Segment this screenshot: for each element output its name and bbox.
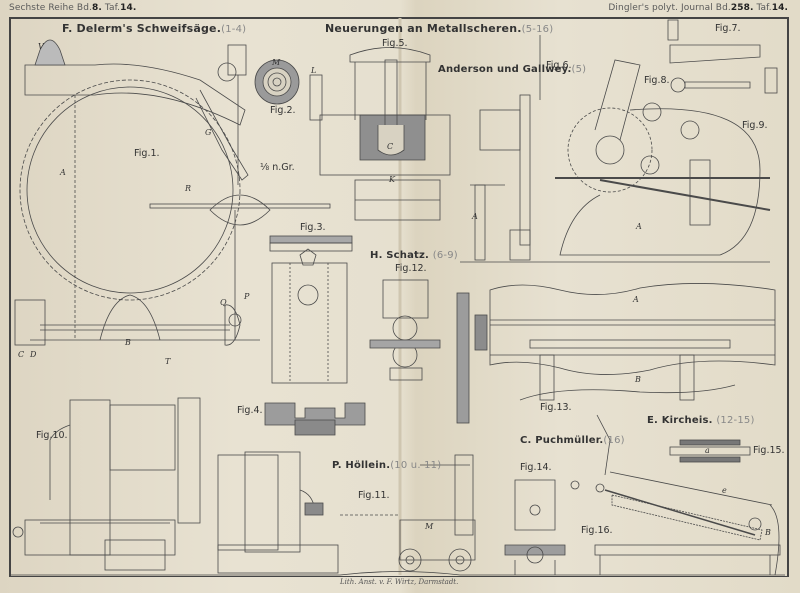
part-letter: A: [636, 222, 642, 231]
fig14-drawing: [504, 479, 566, 575]
fig11-truck-drawing: [398, 454, 476, 572]
part-letter: M: [425, 522, 434, 531]
fig15-drawing: [669, 439, 751, 463]
series-name: Sechste Reihe: [9, 3, 74, 13]
volume-number: 8.: [91, 3, 102, 13]
section-title-text: Neuerungen an Metallscheren.: [325, 22, 522, 35]
part-letter: C: [18, 350, 25, 359]
part-letter: P: [244, 292, 250, 301]
part-letter: K: [389, 175, 395, 184]
part-letter: A: [60, 168, 66, 177]
section-title-kircheis: E. Kircheis. (12-15): [647, 415, 755, 426]
figure-caption-4: Fig.4.: [237, 405, 263, 416]
part-letter: a: [705, 446, 710, 455]
fig12-drawing: [369, 279, 441, 381]
section-title-text: P. Höllein.: [332, 460, 391, 471]
fig16-lever-shear-drawing: [570, 414, 781, 576]
part-letter: B: [635, 375, 641, 384]
volume-label: Bd.: [76, 3, 92, 13]
figure-range: (6-9): [432, 250, 458, 261]
figure-range: (5): [571, 64, 587, 75]
section-title-text: Anderson und Gallwey.: [438, 64, 572, 75]
section-title-text: F. Delerm's Schweifsäge.: [62, 22, 222, 35]
figure-caption-2: Fig.2.: [270, 105, 296, 116]
section-title-schatz: H. Schatz. (6-9): [370, 250, 458, 261]
figure-caption-8: Fig.8.: [644, 75, 670, 86]
journal-name: Dingler's polyt. Journal: [608, 3, 713, 13]
part-letter: A: [633, 295, 639, 304]
figure-caption-15: Fig.15.: [753, 445, 785, 456]
fig2-spring-drawing: [254, 59, 323, 121]
part-letter: D: [30, 350, 37, 359]
part-letter: M: [272, 58, 281, 67]
section-title-delerm: F. Delerm's Schweifsäge.(1-4): [62, 22, 246, 35]
figure-caption-12: Fig.12.: [395, 263, 427, 274]
figure-caption-7: Fig.7.: [715, 23, 741, 34]
figure-caption-9: Fig.9.: [742, 120, 768, 131]
fig6-drawing: [460, 35, 560, 263]
part-letter: R: [185, 184, 192, 193]
section-title-hoellein: P. Höllein.(10 u. 11): [332, 460, 441, 471]
part-letter: T: [165, 357, 171, 366]
series-header: Sechste Reihe Bd.8. Taf.14.: [9, 3, 136, 13]
journal-volume-number: 258.: [730, 3, 754, 13]
journal-header: Dingler's polyt. Journal Bd.258. Taf.14.: [608, 3, 788, 13]
plate-label: Taf.: [104, 3, 121, 13]
figure-range: (12-15): [716, 415, 755, 426]
journal-plate-label: Taf.: [756, 3, 772, 13]
fig7-fig8-lever-drawing: [667, 19, 778, 94]
part-letter: A: [472, 212, 478, 221]
figure-caption-1: Fig.1.: [134, 148, 160, 159]
journal-plate-number: 14.: [771, 3, 788, 13]
figure-range: (1-4): [221, 24, 247, 35]
journal-volume-label: Bd.: [715, 3, 731, 13]
figure-caption-11: Fig.11.: [358, 490, 390, 501]
part-letter: B: [125, 338, 131, 347]
fig4-section-drawing: [264, 402, 366, 436]
part-letter: C: [387, 142, 394, 151]
figure-caption-16: Fig.16.: [581, 525, 613, 536]
figure-range: (5-16): [521, 24, 554, 35]
part-letter: e: [722, 486, 727, 495]
part-letter: B: [765, 528, 771, 537]
figure-caption-14: Fig.14.: [520, 462, 552, 473]
fig10-drawing: [12, 397, 201, 571]
part-letter: Q: [220, 298, 227, 307]
lithographer-credit: Lith. Anst. v. F. Wirtz, Darmstadt.: [340, 578, 459, 586]
part-letter: L: [311, 66, 317, 75]
fig3-bar-drawing: [269, 235, 353, 384]
part-letter: V: [38, 42, 44, 51]
fig5-shear-section-drawing: [319, 47, 451, 221]
figure-caption-6: Fig.6.: [546, 60, 572, 71]
section-title-metallscheren: Neuerungen an Metallscheren.(5-16): [325, 22, 553, 35]
section-title-text: C. Puchmüller.: [520, 435, 604, 446]
section-title-text: H. Schatz.: [370, 250, 430, 261]
fig11-drawing: [217, 451, 400, 574]
fig1-band-saw-drawing: [14, 39, 331, 346]
fig13-machine-drawing: [456, 283, 776, 424]
section-title-puchmueller: C. Puchmüller.(16): [520, 435, 625, 446]
section-title-anderson: Anderson und Gallwey.(5): [438, 64, 586, 75]
figure-range: (10 u. 11): [390, 460, 442, 471]
figure-caption-13: Fig.13.: [540, 402, 572, 413]
plate-number: 14.: [120, 3, 137, 13]
section-title-text: E. Kircheis.: [647, 415, 713, 426]
figure-range: (16): [603, 435, 625, 446]
figure-caption-5: Fig.5.: [382, 38, 408, 49]
scale-note: ⅛ n.Gr.: [260, 162, 295, 173]
figure-caption-10: Fig.10.: [36, 430, 68, 441]
fig9-shear-drawing: [555, 59, 771, 263]
figure-caption-3: Fig.3.: [300, 222, 326, 233]
part-letter: G: [205, 128, 212, 137]
